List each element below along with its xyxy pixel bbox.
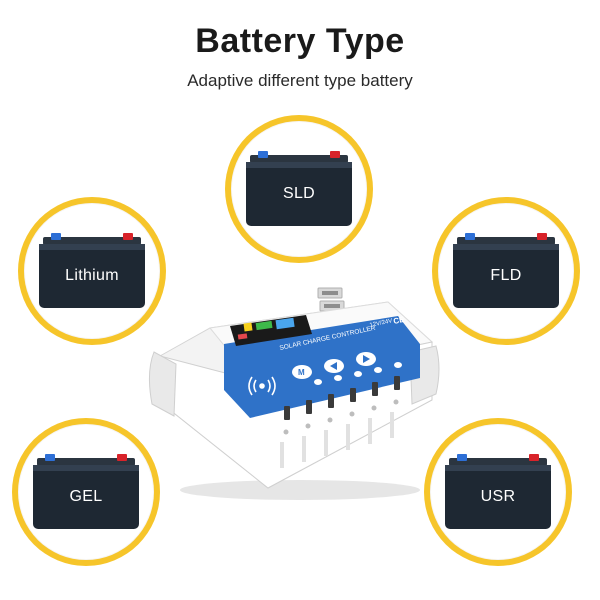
lcd-display — [230, 315, 312, 346]
screw-holes — [283, 399, 399, 435]
voltage-label: 12V/24V — [369, 318, 393, 329]
battery-label: FLD — [490, 267, 522, 284]
usb-ports — [317, 287, 345, 312]
button-m[interactable]: M — [292, 365, 312, 379]
indicator-leds — [314, 362, 402, 385]
button-right-arrow[interactable] — [356, 352, 376, 366]
battery-label: GEL — [69, 488, 103, 505]
page-title: Battery Type — [195, 22, 405, 60]
wireless-signal-icon — [248, 376, 276, 396]
button-left-arrow[interactable] — [324, 359, 344, 373]
battery-badge-gel: GEL — [12, 418, 160, 566]
car-battery-icon — [453, 233, 559, 308]
car-battery-icon — [445, 454, 551, 529]
battery-label: Lithium — [65, 267, 119, 284]
page-subtitle: Adaptive different type battery — [187, 71, 413, 90]
ce-mark: CE — [393, 315, 406, 326]
battery-badge-usr: USR — [424, 418, 572, 566]
battery-label: USR — [480, 488, 516, 505]
car-battery-icon — [246, 151, 352, 226]
svg-text:M: M — [298, 368, 305, 377]
battery-badge-lithium: Lithium — [18, 197, 166, 345]
heat-fins — [280, 412, 394, 468]
battery-badge-fld: FLD — [432, 197, 580, 345]
battery-label: SLD — [282, 185, 316, 202]
solar-charge-controller: SOLAR CHARGE CONTROLLER 12V/24V CE M — [148, 287, 440, 500]
battery-badge-sld: SLD — [225, 115, 373, 263]
car-battery-icon — [39, 233, 145, 308]
car-battery-icon — [33, 454, 139, 529]
terminal-slots — [284, 376, 400, 420]
